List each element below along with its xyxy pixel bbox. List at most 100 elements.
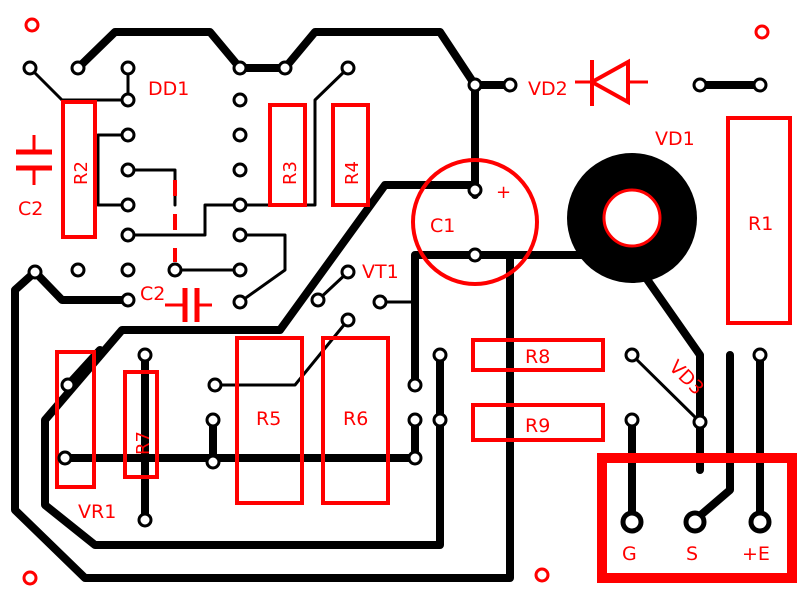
label-r8: R8 [525, 346, 550, 368]
pad-s-terminal [683, 510, 707, 534]
pad-dd1-9 [232, 294, 248, 310]
vd1-hole [602, 188, 662, 248]
pad-dd1-12 [232, 197, 248, 213]
pad-r7-bottom [137, 512, 153, 528]
pad-dd1-15 [232, 92, 248, 108]
mount-hole-br [534, 567, 550, 583]
pad-jumper-a [692, 77, 708, 93]
label-e: +E [742, 543, 770, 565]
pad-r6-a [407, 377, 423, 393]
trace-dd1-c [126, 168, 177, 207]
r8-outline [471, 338, 605, 372]
pad-dd1-4 [120, 162, 136, 178]
pad-r2-bottom [70, 262, 86, 278]
vd1-pad [567, 153, 697, 283]
pad-dd1-16 [232, 60, 248, 76]
label-r2: R2 [71, 161, 92, 185]
r6-outline [321, 336, 390, 505]
r4-outline [331, 103, 370, 207]
c1-outline [411, 158, 539, 286]
pad-vt1-1 [340, 264, 356, 280]
pad-r3-top [277, 60, 293, 76]
pad-dd1-3 [120, 127, 136, 143]
pad-r7-top [137, 347, 153, 363]
trace-r5-vt1 [213, 318, 350, 387]
pad-dd1-14 [232, 127, 248, 143]
trace-dd1-b [96, 133, 130, 207]
pad-dd1-5 [120, 197, 136, 213]
pad-vr1-1 [60, 377, 76, 393]
trace-left-link [31, 268, 132, 304]
pad-e-terminal [748, 510, 772, 534]
r3-outline [268, 103, 307, 207]
trace-vd1-out [506, 251, 704, 474]
pad-e-top [752, 347, 768, 363]
trace-dd1-d [126, 203, 242, 237]
label-r5: R5 [256, 408, 281, 430]
label-r3: R3 [280, 161, 301, 185]
pad-r6-b [407, 412, 423, 428]
pad-dd1-1 [120, 60, 136, 76]
r9-outline [471, 403, 605, 442]
label-vd1: VD1 [655, 128, 695, 150]
label-g: G [622, 543, 637, 565]
pad-dd1-8 [120, 292, 136, 308]
pad-r5-a [207, 377, 223, 393]
r2-outline [61, 100, 97, 239]
pad-jumper-b [752, 77, 768, 93]
pad-r8-left [432, 347, 448, 363]
label-r7: R7 [133, 431, 154, 455]
pad-dd1-6 [120, 227, 136, 243]
label-r6: R6 [343, 408, 368, 430]
trace-r3-link [238, 233, 287, 304]
pad-dd1-10 [232, 262, 248, 278]
label-vr1: VR1 [78, 501, 116, 523]
pad-vt1-2 [310, 292, 326, 308]
pad-c2-a [167, 262, 183, 278]
pad-dd1-13 [232, 162, 248, 178]
pad-vt1-4 [340, 312, 356, 328]
label-vt1: VT1 [362, 261, 399, 283]
pad-c1-minus [467, 247, 483, 263]
pad-dd1-11 [232, 227, 248, 243]
pad-left-top [22, 60, 38, 76]
label-c2-mid: C2 [140, 283, 165, 305]
label-r1: R1 [748, 213, 773, 235]
pad-r2-top [70, 60, 86, 76]
pad-dd1-7 [120, 262, 136, 278]
trace-outer-loop [41, 181, 479, 549]
trace-c1-minus [411, 251, 479, 389]
label-r9: R9 [525, 415, 550, 437]
pad-r9-left [432, 412, 448, 428]
pad-left-mid [27, 264, 43, 280]
pad-vt1-3 [372, 294, 388, 310]
silkscreen-labels: DD1 R2 C2 C2 R3 R4 C1 + VD2 VD1 R1 VT1 R… [18, 78, 773, 565]
mount-hole-tr [754, 24, 770, 40]
mount-hole-bl [22, 570, 38, 586]
mount-hole-tl [24, 17, 40, 33]
pad-vd3-b [692, 414, 708, 430]
copper-traces [11, 28, 764, 582]
trace-top-bus [74, 28, 514, 89]
pad-vd2-b [502, 77, 518, 93]
r7-outline [123, 370, 159, 479]
label-c1: C1 [430, 215, 455, 237]
silkscreen [16, 58, 797, 583]
trace-vd3 [630, 353, 702, 424]
pad-vr1-2 [57, 450, 73, 466]
vr1-outline [55, 350, 96, 489]
pad-vd2-a [467, 77, 483, 93]
pad-g-top [624, 412, 640, 428]
pad-r4-top [340, 60, 356, 76]
label-dd1: DD1 [148, 78, 189, 100]
label-c2-left: C2 [18, 198, 43, 220]
pad-vd3-a [624, 347, 640, 363]
r5-outline [235, 336, 304, 505]
pad-c1-plus [467, 182, 483, 198]
pad-r6-c [407, 450, 423, 466]
pad-r5-c [205, 454, 221, 470]
trace-s-output [691, 351, 734, 524]
r1-outline [726, 116, 792, 325]
pad-dd1-2 [120, 92, 136, 108]
